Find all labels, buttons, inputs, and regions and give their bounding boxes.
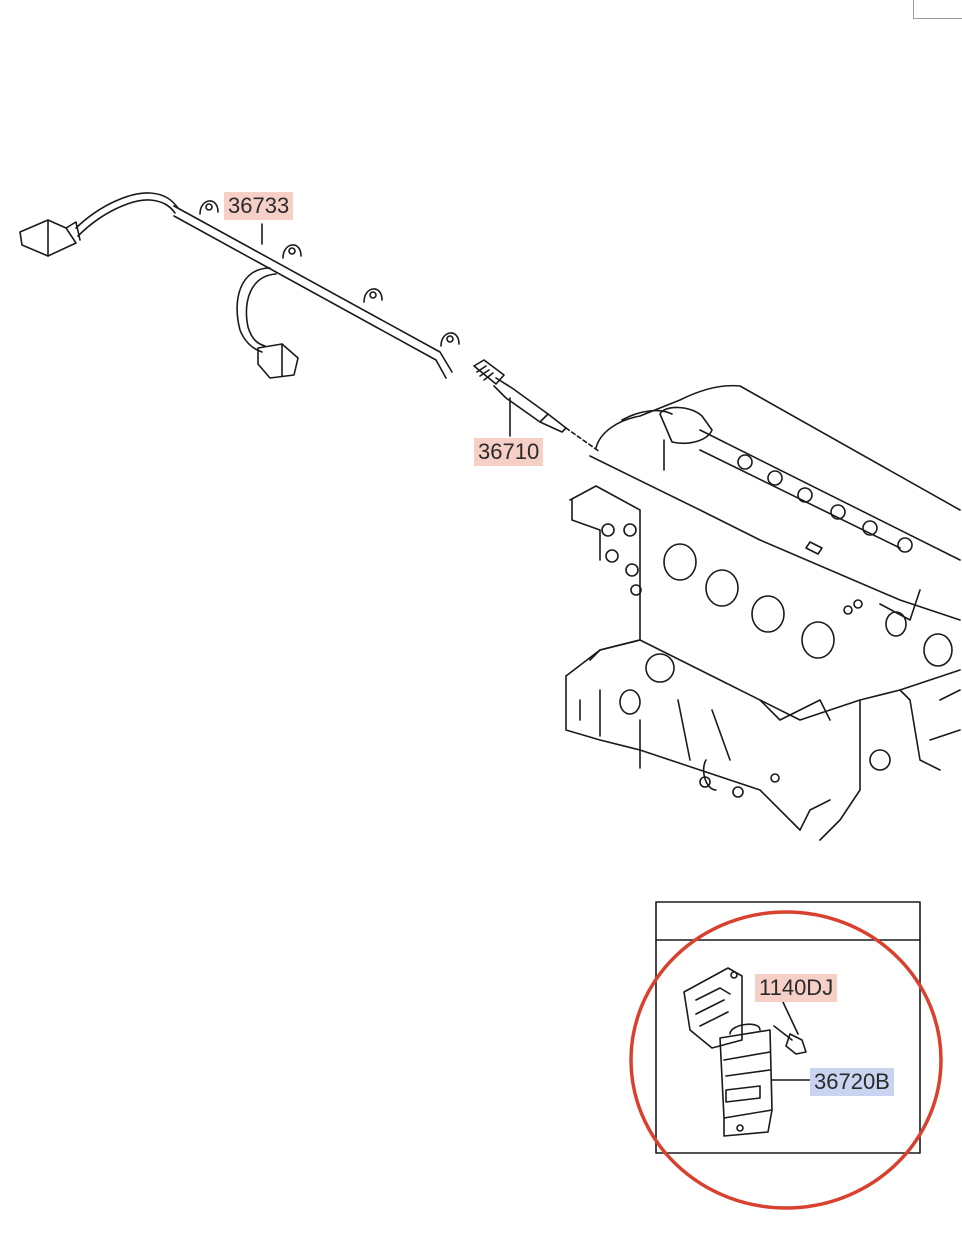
inset-detail — [655, 901, 921, 1154]
part-label-sensor: 36720B — [810, 1068, 894, 1096]
highlight-circle — [629, 910, 943, 1210]
part-label-bolt: 1140DJ — [755, 974, 838, 1002]
engine-block — [565, 384, 961, 841]
page-corner-tab — [913, 0, 962, 19]
part-label-harness: 36733 — [224, 192, 294, 220]
part-label-glow-plug: 36710 — [474, 438, 544, 466]
glow-plug — [473, 359, 601, 453]
wiring-harness — [19, 192, 460, 379]
